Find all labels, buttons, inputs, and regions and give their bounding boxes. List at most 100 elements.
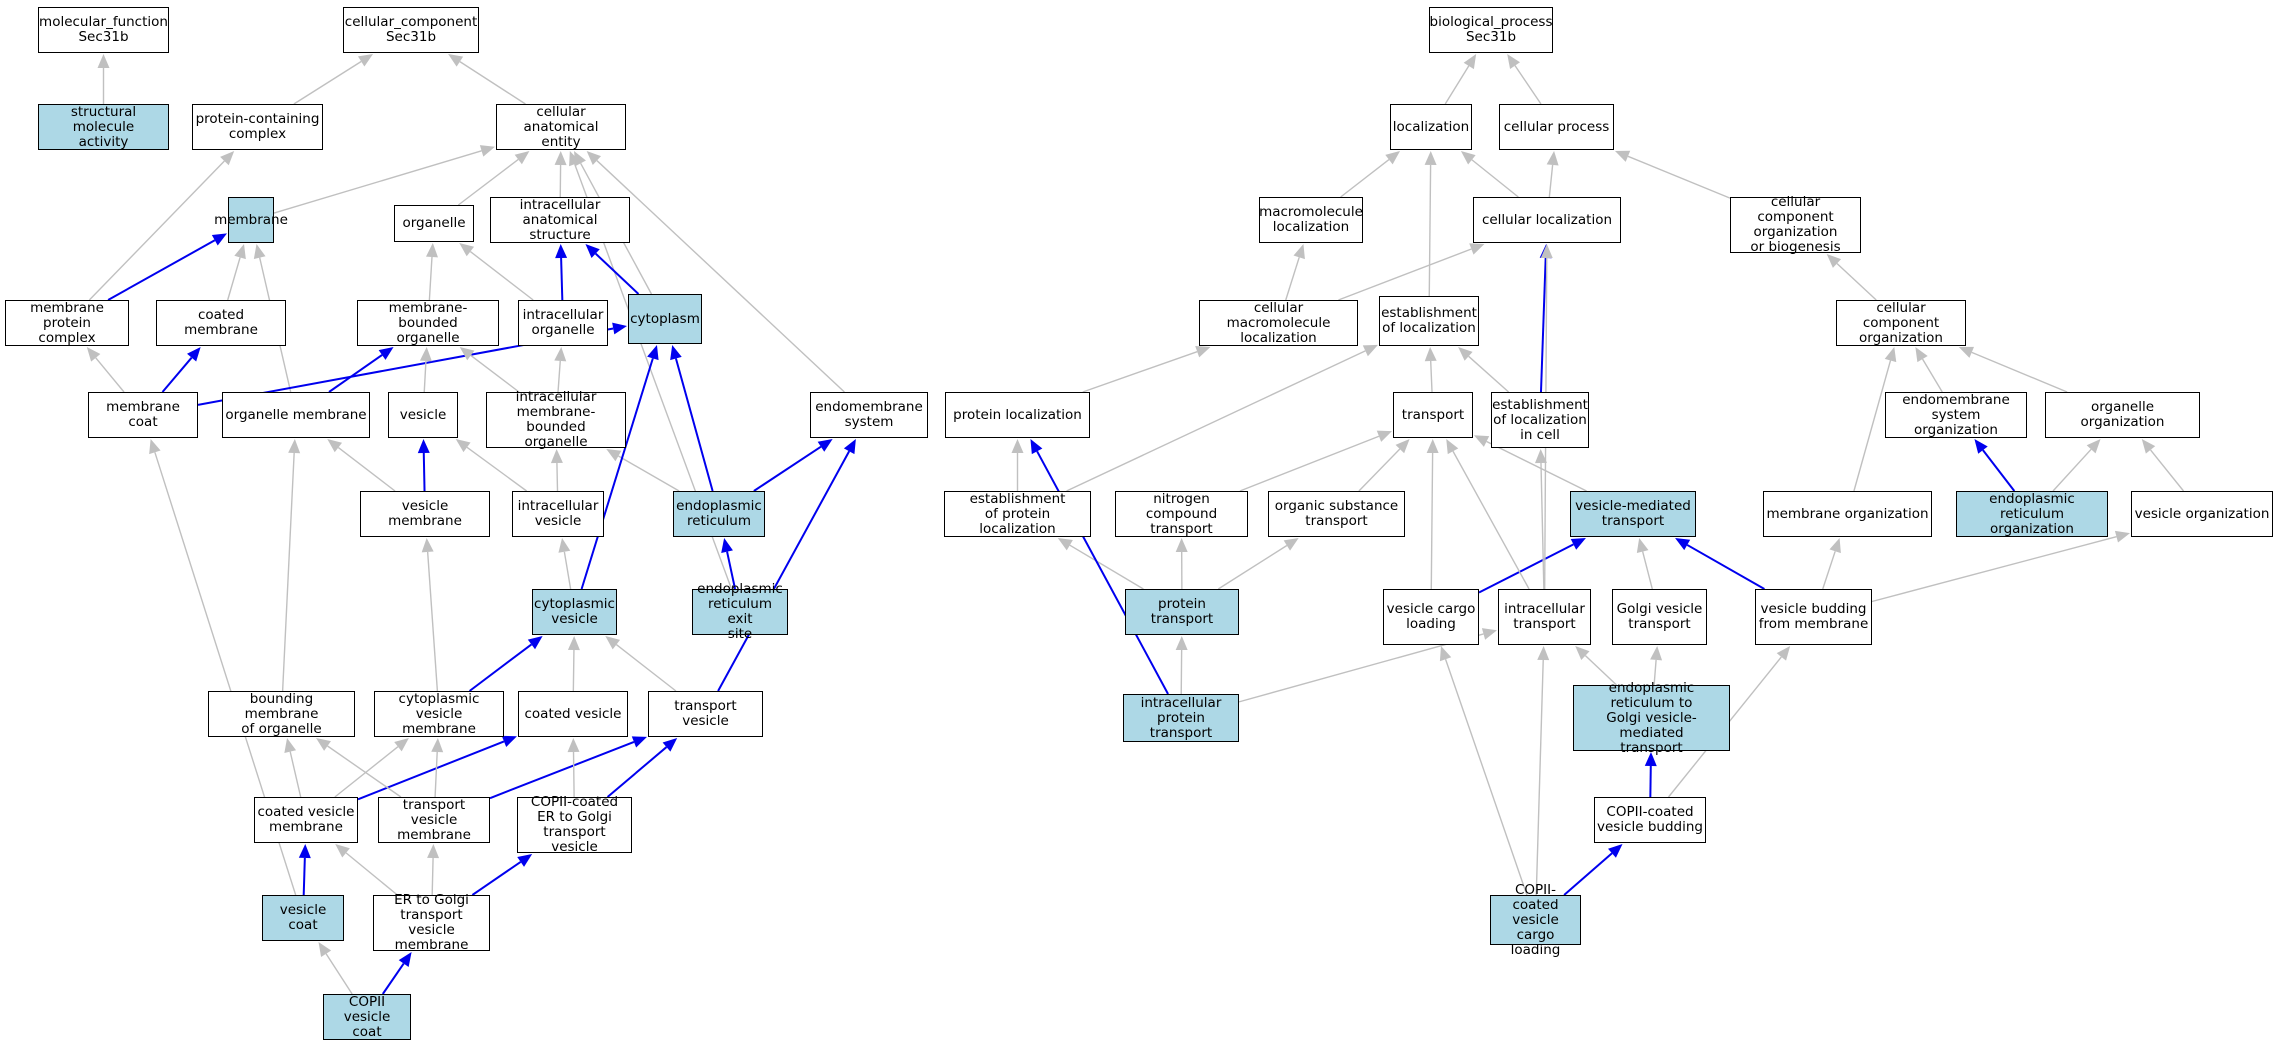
go-term-node-copii_er[interactable]: COPII-coated ER to Golgi transport vesic… [517,795,632,855]
go-term-node-mc[interactable]: membrane coat [88,392,198,438]
go-term-node-gvt[interactable]: Golgi vesicle transport [1612,589,1707,645]
go-term-node-ems[interactable]: endomembrane system [810,392,928,438]
go-term-node-pcc[interactable]: protein-containing complex [192,104,323,150]
go-term-node-vc[interactable]: vesicle coat [262,895,344,941]
go-term-node-eloc[interactable]: establishment of localization [1379,296,1479,346]
go-term-node-ergvt[interactable]: endoplasmic reticulum to Golgi vesicle-m… [1573,680,1730,755]
edge-arrowhead [86,347,101,362]
go-term-node-ias[interactable]: intracellular anatomical structure [490,197,630,243]
edge-line [1514,65,1542,105]
go-term-node-cv[interactable]: cytoplasmic vesicle [532,589,617,635]
go-term-node-mem[interactable]: membrane [214,197,288,243]
go-term-node-it[interactable]: intracellular transport [1498,589,1591,645]
edge-arrowhead [187,347,201,362]
go-term-node-cae[interactable]: cellular anatomical entity [496,104,626,150]
go-term-node-ves[interactable]: vesicle [388,392,458,438]
go-term-node-bmo[interactable]: bounding membrane of organelle [208,691,355,737]
edge-cm-to-mem [227,244,246,301]
go-term-node-pt[interactable]: protein transport [1125,589,1239,635]
edge-arrowhead [1293,244,1305,260]
edge-ost-to-tr [1358,439,1410,492]
edge-line [1066,350,1366,492]
edge-arrowhead [417,439,430,454]
go-term-node-vo[interactable]: vesicle organization [2131,491,2273,537]
edge-eloc-to-loc [1424,151,1437,297]
go-term-node-org[interactable]: organelle [394,205,474,242]
go-term-node-mpc[interactable]: membrane protein complex [5,300,129,346]
edge-arrowhead [394,738,409,752]
go-term-node-copiivc[interactable]: COPII vesicle coat [323,994,411,1040]
go-term-node-io[interactable]: intracellular organelle [518,300,608,346]
edge-vm-to-ves [417,439,430,492]
go-term-node-ero[interactable]: endoplasmic reticulum organization [1956,491,2108,537]
go-term-node-vcl[interactable]: vesicle cargo loading [1383,589,1479,645]
go-term-node-cvm[interactable]: cytoplasmic vesicle membrane [374,691,504,737]
go-term-node-mf[interactable]: molecular_function Sec31b [38,7,169,53]
go-term-node-cyt[interactable]: cytoplasm [628,294,702,344]
edge-io-to-org [459,243,534,301]
edge-oo-to-cco [1958,346,2068,393]
go-term-node-cloc[interactable]: cellular localization [1473,197,1621,243]
edge-ccob-to-cp [1615,150,1731,199]
go-term-node-nct[interactable]: nitrogen compound transport [1115,491,1248,537]
go-term-node-cco[interactable]: cellular component organization [1836,300,1966,346]
go-term-node-ccob[interactable]: cellular component organization or bioge… [1730,195,1861,255]
go-term-node-cm[interactable]: coated membrane [156,300,286,346]
go-term-node-vm[interactable]: vesicle membrane [360,491,490,537]
edge-arrowhead [479,145,495,157]
go-term-node-oo[interactable]: organelle organization [2045,392,2200,438]
edge-er-to-cyt [670,345,714,492]
go-term-node-mloc[interactable]: macromolecule localization [1259,197,1363,243]
go-term-node-cc[interactable]: cellular_component Sec31b [343,7,479,53]
go-term-node-bp[interactable]: biological_process Sec31b [1429,7,1553,53]
go-term-node-emso[interactable]: endomembrane system organization [1885,392,2027,438]
go-term-node-vbm[interactable]: vesicle budding from membrane [1755,589,1872,645]
edge-vc-to-covm [298,844,311,896]
go-term-node-ergtvm[interactable]: ER to Golgi transport vesicle membrane [373,893,490,953]
edge-cco-to-ccob [1826,254,1877,301]
edge-line [293,60,362,105]
edge-cvm-to-cv [468,636,543,692]
go-term-node-mbo[interactable]: membrane-bounded organelle [357,300,499,346]
go-term-node-cp[interactable]: cellular process [1499,104,1614,150]
edge-ipt-to-ploc [1030,439,1169,695]
edge-arrowhead [1458,347,1473,361]
go-term-node-covm[interactable]: coated vesicle membrane [254,797,358,843]
go-term-node-cov[interactable]: coated vesicle [518,691,628,737]
go-term-node-copiivcl[interactable]: COPII-coated vesicle cargo loading [1490,882,1581,957]
edge-line [1036,450,1169,695]
go-term-node-vmt[interactable]: vesicle-mediated transport [1570,491,1696,537]
go-term-node-cmloc[interactable]: cellular macromolecule localization [1199,300,1358,346]
edge-arrowhead [670,345,682,361]
edge-cloc-to-cp [1546,151,1559,198]
go-term-node-om[interactable]: organelle membrane [222,392,370,438]
edge-mbo-to-org [425,243,438,301]
edge-arrowhead [817,439,833,452]
go-term-node-sma[interactable]: structural molecule activity [38,104,169,150]
edge-arrowhead [419,347,432,362]
edge-bmo-to-om [281,439,301,692]
edge-arrowhead [554,151,567,166]
go-term-node-tvm[interactable]: transport vesicle membrane [378,797,490,843]
edge-arrowhead [1575,646,1590,660]
go-term-node-eres[interactable]: endoplasmic reticulum exit site [692,582,788,642]
go-term-node-eploc[interactable]: establishment of protein localization [944,491,1091,537]
go-term-node-er[interactable]: endoplasmic reticulum [673,491,765,537]
go-term-node-loc[interactable]: localization [1390,104,1472,150]
edge-line [328,354,383,393]
edge-arrowhead [459,243,475,257]
go-term-node-imbo[interactable]: intracellular membrane-bounded organelle [486,390,626,450]
go-term-node-elc[interactable]: establishment of localization in cell [1491,392,1589,448]
edge-cvm-to-vm [421,538,439,692]
go-term-node-ploc[interactable]: protein localization [945,392,1090,438]
go-term-node-ipt[interactable]: intracellular protein transport [1123,694,1239,742]
edge-io-to-ias [555,244,568,301]
go-term-node-ost[interactable]: organic substance transport [1268,491,1405,537]
go-term-node-tv[interactable]: transport vesicle [648,691,763,737]
edge-line [470,354,520,393]
go-term-node-mo[interactable]: membrane organization [1763,491,1932,537]
go-term-node-iv[interactable]: intracellular vesicle [512,491,604,537]
go-term-node-tr[interactable]: transport [1393,392,1473,438]
edge-sma-to-mf [97,54,110,104]
go-term-node-copiivb[interactable]: COPII-coated vesicle budding [1594,797,1706,843]
